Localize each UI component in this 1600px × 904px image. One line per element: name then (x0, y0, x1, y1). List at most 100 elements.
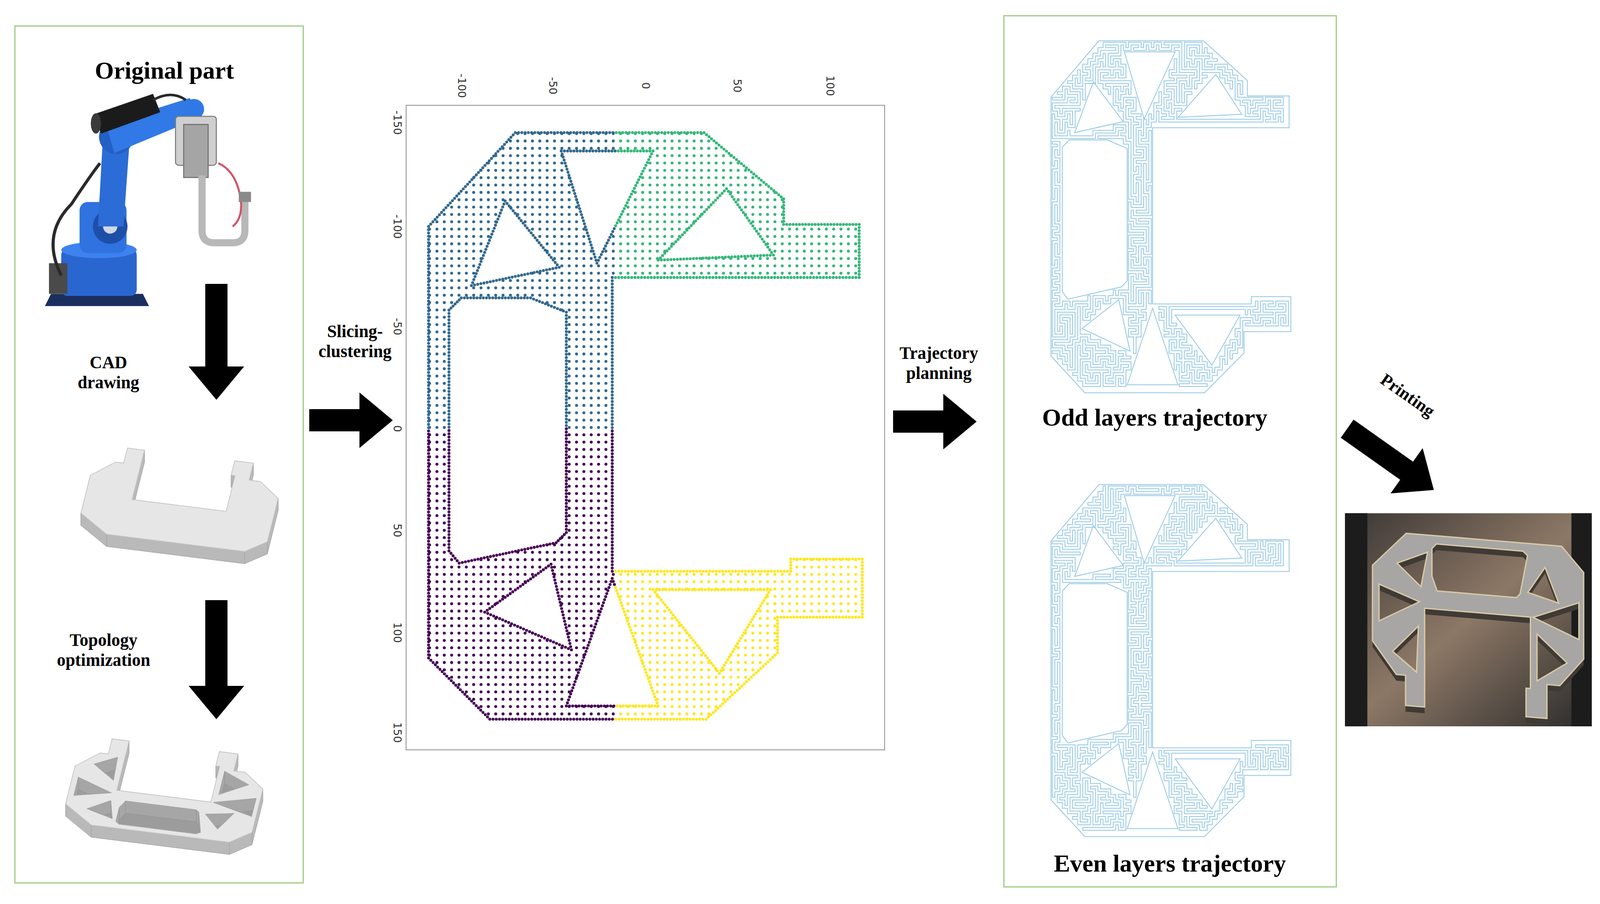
cluster-point (809, 580, 814, 584)
cluster-point (604, 389, 608, 393)
cluster-point (486, 602, 491, 606)
cluster-point (545, 558, 549, 562)
cluster-point (685, 683, 689, 687)
cluster-point (523, 638, 527, 643)
cluster-point (567, 580, 571, 584)
cluster-point (574, 139, 579, 143)
cluster-point (582, 477, 586, 481)
cluster-point (464, 683, 468, 687)
cluster-point (802, 602, 806, 606)
cluster-point (494, 168, 498, 172)
cluster-point (582, 330, 586, 334)
cluster-point (589, 359, 593, 364)
cluster-point (530, 154, 535, 158)
cluster-point (648, 661, 652, 665)
cluster-point (685, 176, 689, 180)
cluster-point (707, 147, 711, 151)
cluster-point (751, 668, 755, 672)
cluster-point (766, 646, 770, 650)
cluster-point (486, 212, 491, 216)
cluster-point (435, 646, 439, 650)
cluster-point (523, 654, 527, 658)
cluster-point (666, 131, 671, 135)
cluster-point (655, 683, 659, 687)
cluster-point (751, 176, 755, 180)
cluster-point (802, 271, 806, 276)
cluster-point (618, 131, 622, 135)
cluster-point (508, 580, 512, 584)
cluster-point (545, 683, 549, 687)
cluster-point (450, 668, 454, 672)
cluster-point (560, 242, 564, 246)
cluster-point (788, 271, 792, 276)
cluster-point (604, 308, 608, 312)
cluster-point (545, 712, 549, 716)
cluster-point (539, 131, 543, 135)
cluster-point (817, 602, 821, 606)
cluster-point (618, 573, 623, 577)
cluster-point (479, 205, 483, 209)
cluster-point (655, 573, 659, 577)
cluster-point (751, 646, 755, 650)
cluster-point (442, 602, 447, 606)
cluster-point (546, 131, 550, 135)
cluster-point (854, 580, 858, 584)
illustration-part (111, 800, 113, 832)
cluster-point (560, 176, 564, 180)
cluster-point (773, 609, 777, 613)
cluster-point (641, 609, 645, 613)
cluster-point (692, 668, 696, 672)
cluster-point (516, 147, 520, 151)
cluster-point (435, 638, 439, 643)
cluster-point (442, 308, 447, 312)
cluster-point (442, 624, 447, 628)
cluster-point (560, 198, 564, 202)
illustration-part (87, 800, 112, 822)
cluster-point (824, 580, 828, 584)
cluster-point (678, 646, 682, 650)
cluster-point (574, 477, 579, 481)
cluster-point (673, 131, 677, 135)
cluster-point (832, 249, 836, 253)
cluster-point (626, 602, 630, 606)
cluster-point (788, 249, 792, 253)
cluster-point (604, 367, 608, 371)
cluster-point (567, 499, 571, 503)
cluster-point (516, 139, 520, 143)
cluster-point (663, 220, 667, 224)
cluster-point (839, 257, 843, 261)
cluster-point (435, 220, 439, 224)
cluster-point (802, 565, 806, 569)
cluster-point (553, 712, 557, 716)
cluster-point (795, 602, 799, 606)
cluster-point (648, 227, 652, 232)
cluster-point (795, 235, 799, 239)
cluster-point (589, 418, 593, 422)
cluster-point (457, 286, 461, 290)
cluster-point (634, 609, 638, 613)
cluster-point (744, 176, 748, 180)
cluster-point (567, 543, 571, 547)
cluster-point (795, 264, 799, 268)
cluster-point (604, 396, 608, 400)
cluster-point (464, 249, 468, 253)
cluster-point (685, 580, 689, 584)
cluster-point (678, 661, 682, 665)
cluster-point (670, 191, 674, 195)
cluster-point (486, 698, 491, 702)
block-arrow (188, 600, 245, 720)
cluster-point (846, 242, 850, 246)
cluster-point (614, 131, 619, 135)
cluster-point (567, 492, 571, 496)
cluster-point (678, 698, 682, 702)
cluster-point (597, 543, 601, 547)
cluster-point (494, 183, 498, 187)
cluster-point (582, 499, 586, 503)
cluster-point (545, 293, 549, 297)
cluster-point (832, 271, 836, 276)
cluster-point (435, 594, 439, 599)
cluster-point (618, 227, 623, 232)
cluster-point (545, 690, 549, 694)
cluster-point (604, 470, 608, 474)
cluster-point (604, 338, 608, 342)
